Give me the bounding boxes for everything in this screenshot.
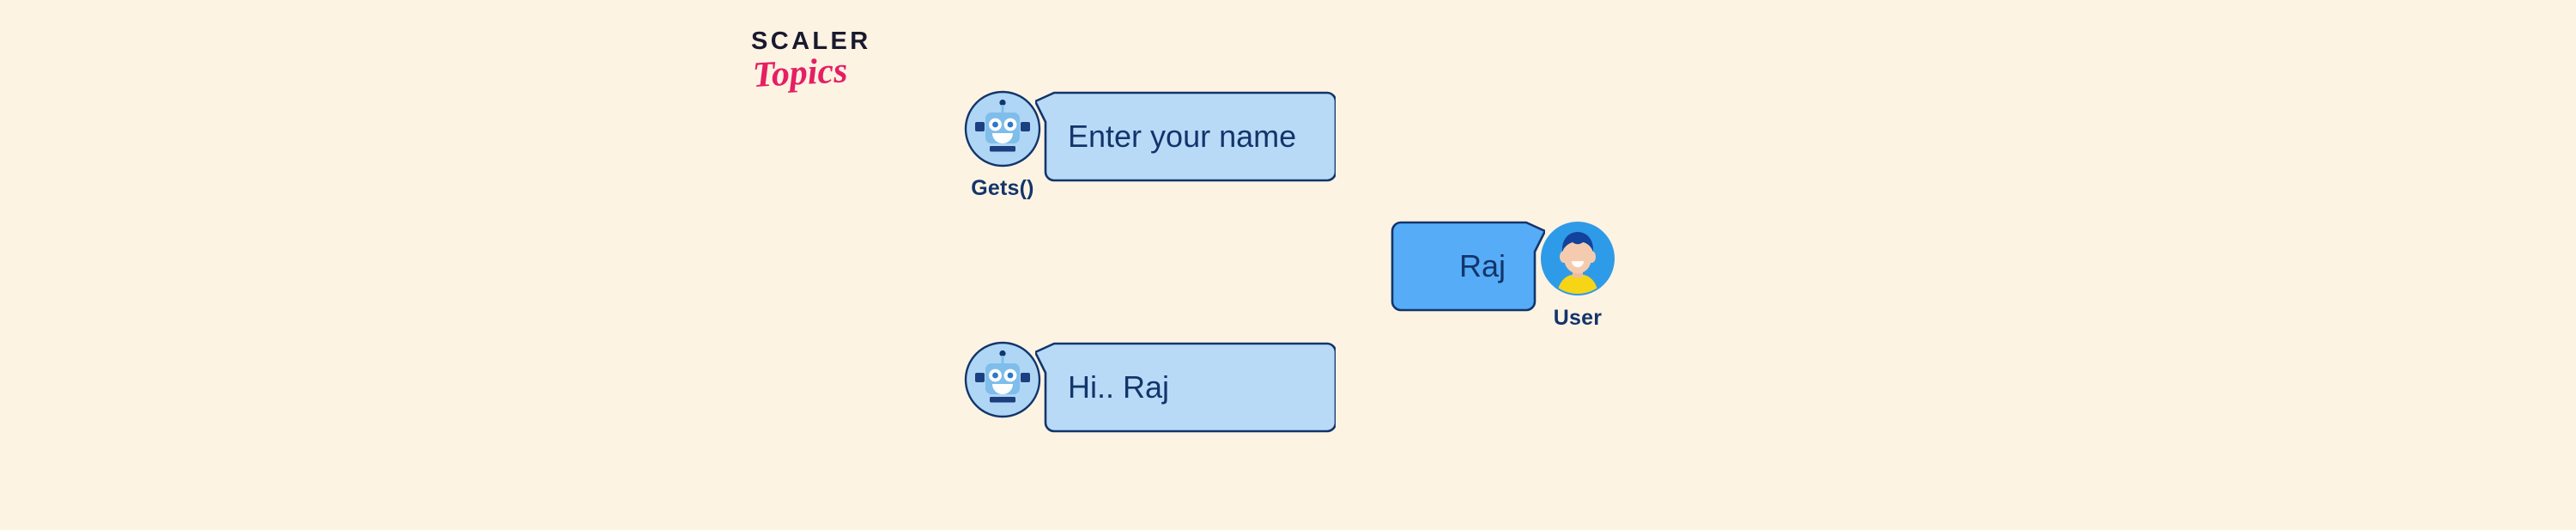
speaker-gets: Gets() — [963, 89, 1042, 201]
bubble-bot-prompt: Enter your name — [1035, 89, 1336, 184]
user-avatar-icon — [1541, 222, 1615, 295]
bubble-user-reply: Raj — [1391, 219, 1545, 314]
speaker-label-gets: Gets() — [971, 176, 1034, 200]
logo-secondary-text: Topics — [751, 51, 849, 95]
bubble-shape-user-reply — [1391, 221, 1545, 312]
scaler-topics-logo: SCALER Topics — [751, 29, 923, 107]
speaker-bot-greeting — [963, 340, 1042, 427]
robot-avatar-icon — [964, 90, 1041, 168]
chat-row-bot-prompt: Gets() Enter your name — [963, 89, 1336, 201]
bubble-shape-bot-prompt — [1035, 91, 1336, 182]
robot-avatar-icon — [964, 341, 1041, 418]
speaker-user: User — [1538, 219, 1617, 331]
chat-row-bot-greeting: Hi.. Raj — [963, 340, 1336, 435]
speaker-label-user: User — [1553, 306, 1603, 330]
logo-primary-text: SCALER — [751, 27, 871, 55]
bubble-shape-bot-greeting — [1035, 342, 1336, 433]
chat-row-user-reply: Raj User — [1391, 219, 1617, 331]
bubble-bot-greeting: Hi.. Raj — [1035, 340, 1336, 435]
